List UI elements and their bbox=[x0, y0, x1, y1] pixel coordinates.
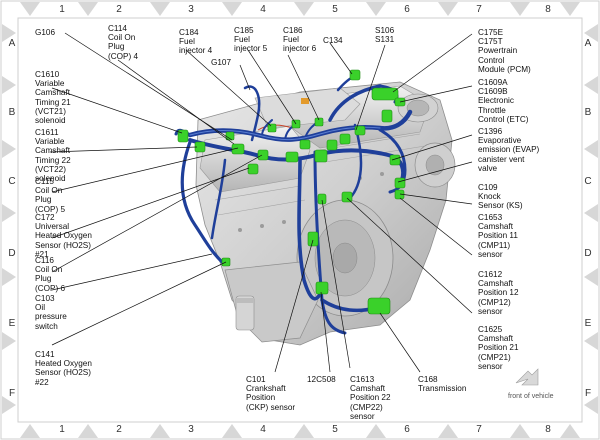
grid-row-a-right: A bbox=[584, 38, 592, 49]
label-c172-ho2s21: C172 Universal Heated Oxygen Sensor (HO2… bbox=[35, 213, 92, 259]
grid-row-e-right: E bbox=[584, 318, 592, 329]
label-12c508: 12C508 bbox=[307, 375, 336, 384]
connectors bbox=[177, 69, 406, 315]
label-c1625-cmp21: C1625 Camshaft Position 21 (CMP21) senso… bbox=[478, 325, 519, 371]
grid-col-5: 5 bbox=[332, 4, 338, 15]
grid-row-e: E bbox=[8, 318, 16, 329]
label-c185-fuel-injector5: C185 Fuel injector 5 bbox=[234, 26, 268, 54]
label-c116-cop6: C116 Coil On Plug (COP) 6 bbox=[35, 256, 66, 293]
grid-row-b: B bbox=[8, 107, 16, 118]
grid-col-2: 2 bbox=[116, 4, 122, 15]
label-c134: C134 bbox=[323, 36, 343, 45]
leader-lines bbox=[49, 32, 473, 373]
grid-row-f-right: F bbox=[584, 388, 592, 399]
label-c168-transmission: C168 Transmission bbox=[418, 375, 467, 394]
grid-row-c-right: C bbox=[584, 176, 592, 187]
grid-col-4: 4 bbox=[260, 4, 266, 15]
label-c186-fuel-injector6: C186 Fuel injector 6 bbox=[283, 26, 317, 54]
label-c1613-cmp22: C1613 Camshaft Position 22 (CMP22) senso… bbox=[350, 375, 391, 421]
grid-col-7-bottom: 7 bbox=[476, 424, 482, 435]
label-c1609-etc: C1609A C1609B Electronic Throttle Contro… bbox=[478, 78, 529, 124]
label-c101-ckp: C101 Crankshaft Position (CKP) sensor bbox=[246, 375, 296, 412]
grid-col-7: 7 bbox=[476, 4, 482, 15]
grid-col-1-bottom: 1 bbox=[59, 424, 65, 435]
label-c1612-cmp12: C1612 Camshaft Position 12 (CMP12) senso… bbox=[478, 270, 519, 316]
label-c109-knock-sensor: C109 Knock Sensor (KS) bbox=[478, 183, 523, 211]
label-g107: G107 bbox=[211, 58, 232, 67]
grid-col-5-bottom: 5 bbox=[332, 424, 338, 435]
grid-col-1: 1 bbox=[59, 4, 65, 15]
label-c114-cop4: C114 Coil On Plug (COP) 4 bbox=[108, 24, 139, 61]
label-c141-ho2s22: C141 Heated Oxygen Sensor (HO2S) #22 bbox=[35, 350, 92, 387]
grid-col-3-bottom: 3 bbox=[188, 424, 194, 435]
label-c175-pcm: C175E C175T Powertrain Control Module (P… bbox=[478, 28, 531, 74]
grid-col-3: 3 bbox=[188, 4, 194, 15]
label-c1611-vct22-solenoid: C1611 Variable Camshaft Timing 22 (VCT22… bbox=[35, 128, 71, 184]
grid-col-8-bottom: 8 bbox=[545, 424, 551, 435]
label-c115-cop5: C115 Coil On Plug (COP) 5 bbox=[35, 177, 66, 214]
label-c1610-vct21-solenoid: C1610 Variable Camshaft Timing 21 (VCT21… bbox=[35, 70, 71, 126]
grid-row-a: A bbox=[8, 38, 16, 49]
grid-col-2-bottom: 2 bbox=[116, 424, 122, 435]
grid-row-f: F bbox=[8, 388, 16, 399]
label-g106: G106 bbox=[35, 28, 56, 37]
grid-row-d-right: D bbox=[584, 248, 592, 259]
grid-col-8: 8 bbox=[545, 4, 551, 15]
grid-col-4-bottom: 4 bbox=[260, 424, 266, 435]
grid-row-b-right: B bbox=[584, 107, 592, 118]
label-c103-oil-pressure-switch: C103 Oil pressure switch bbox=[35, 294, 67, 331]
label-c1653-cmp11: C1653 Camshaft Position 11 (CMP11) senso… bbox=[478, 213, 518, 259]
label-c1396-evap: C1396 Evaporative emission (EVAP) canist… bbox=[478, 127, 540, 173]
label-s106-s131: S106 S131 bbox=[375, 26, 395, 45]
front-of-vehicle-label: front of vehicle bbox=[508, 393, 554, 400]
grid-row-d: D bbox=[8, 248, 16, 259]
grid-col-6: 6 bbox=[404, 4, 410, 15]
front-arrow-icon bbox=[515, 368, 539, 386]
grid-col-6-bottom: 6 bbox=[404, 424, 410, 435]
label-c184-fuel-injector4: C184 Fuel injector 4 bbox=[179, 28, 213, 56]
grid-row-c: C bbox=[8, 176, 16, 187]
